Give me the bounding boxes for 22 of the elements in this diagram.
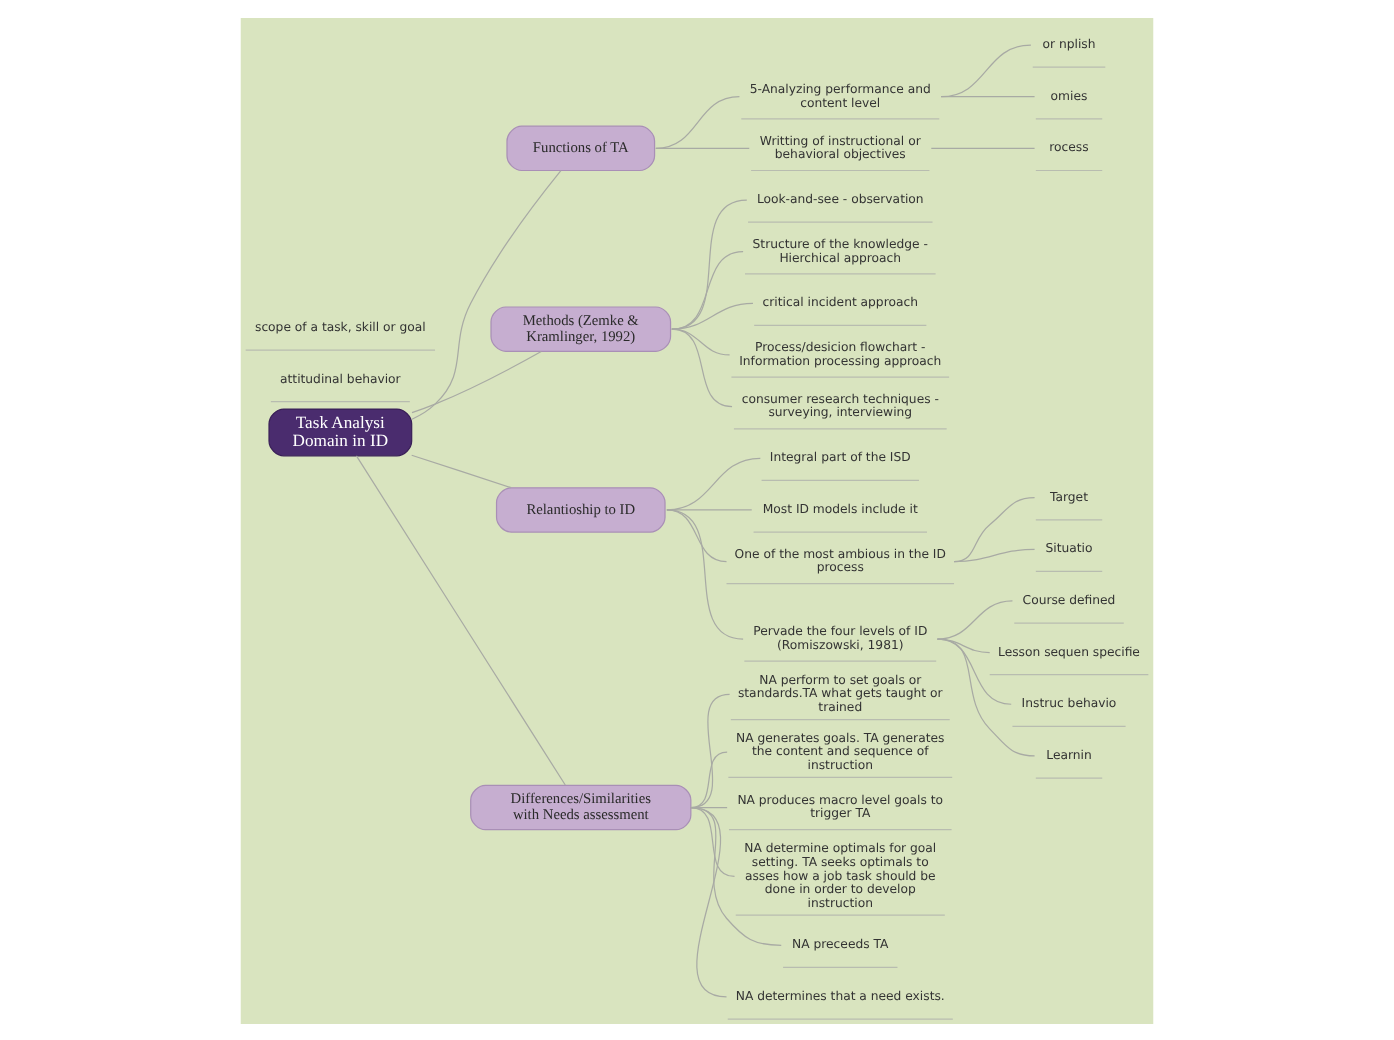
connector xyxy=(690,805,736,877)
connector xyxy=(666,508,744,639)
connector xyxy=(953,547,1036,562)
connector xyxy=(940,95,1036,97)
node-box: Task Analysi Domain in ID xyxy=(268,407,413,456)
connector xyxy=(930,146,1036,148)
connector xyxy=(690,805,728,997)
connector xyxy=(690,805,782,945)
connector xyxy=(953,496,1036,562)
connector xyxy=(666,456,761,510)
connector xyxy=(666,508,753,510)
connector xyxy=(690,692,731,808)
connector xyxy=(655,146,750,148)
connector xyxy=(671,327,733,407)
connector xyxy=(936,599,1014,639)
connector xyxy=(690,750,728,808)
connector xyxy=(936,637,1036,756)
connector xyxy=(655,95,741,148)
connector xyxy=(355,454,566,785)
connector xyxy=(411,169,562,419)
connector xyxy=(411,453,512,488)
connector xyxy=(411,349,542,413)
